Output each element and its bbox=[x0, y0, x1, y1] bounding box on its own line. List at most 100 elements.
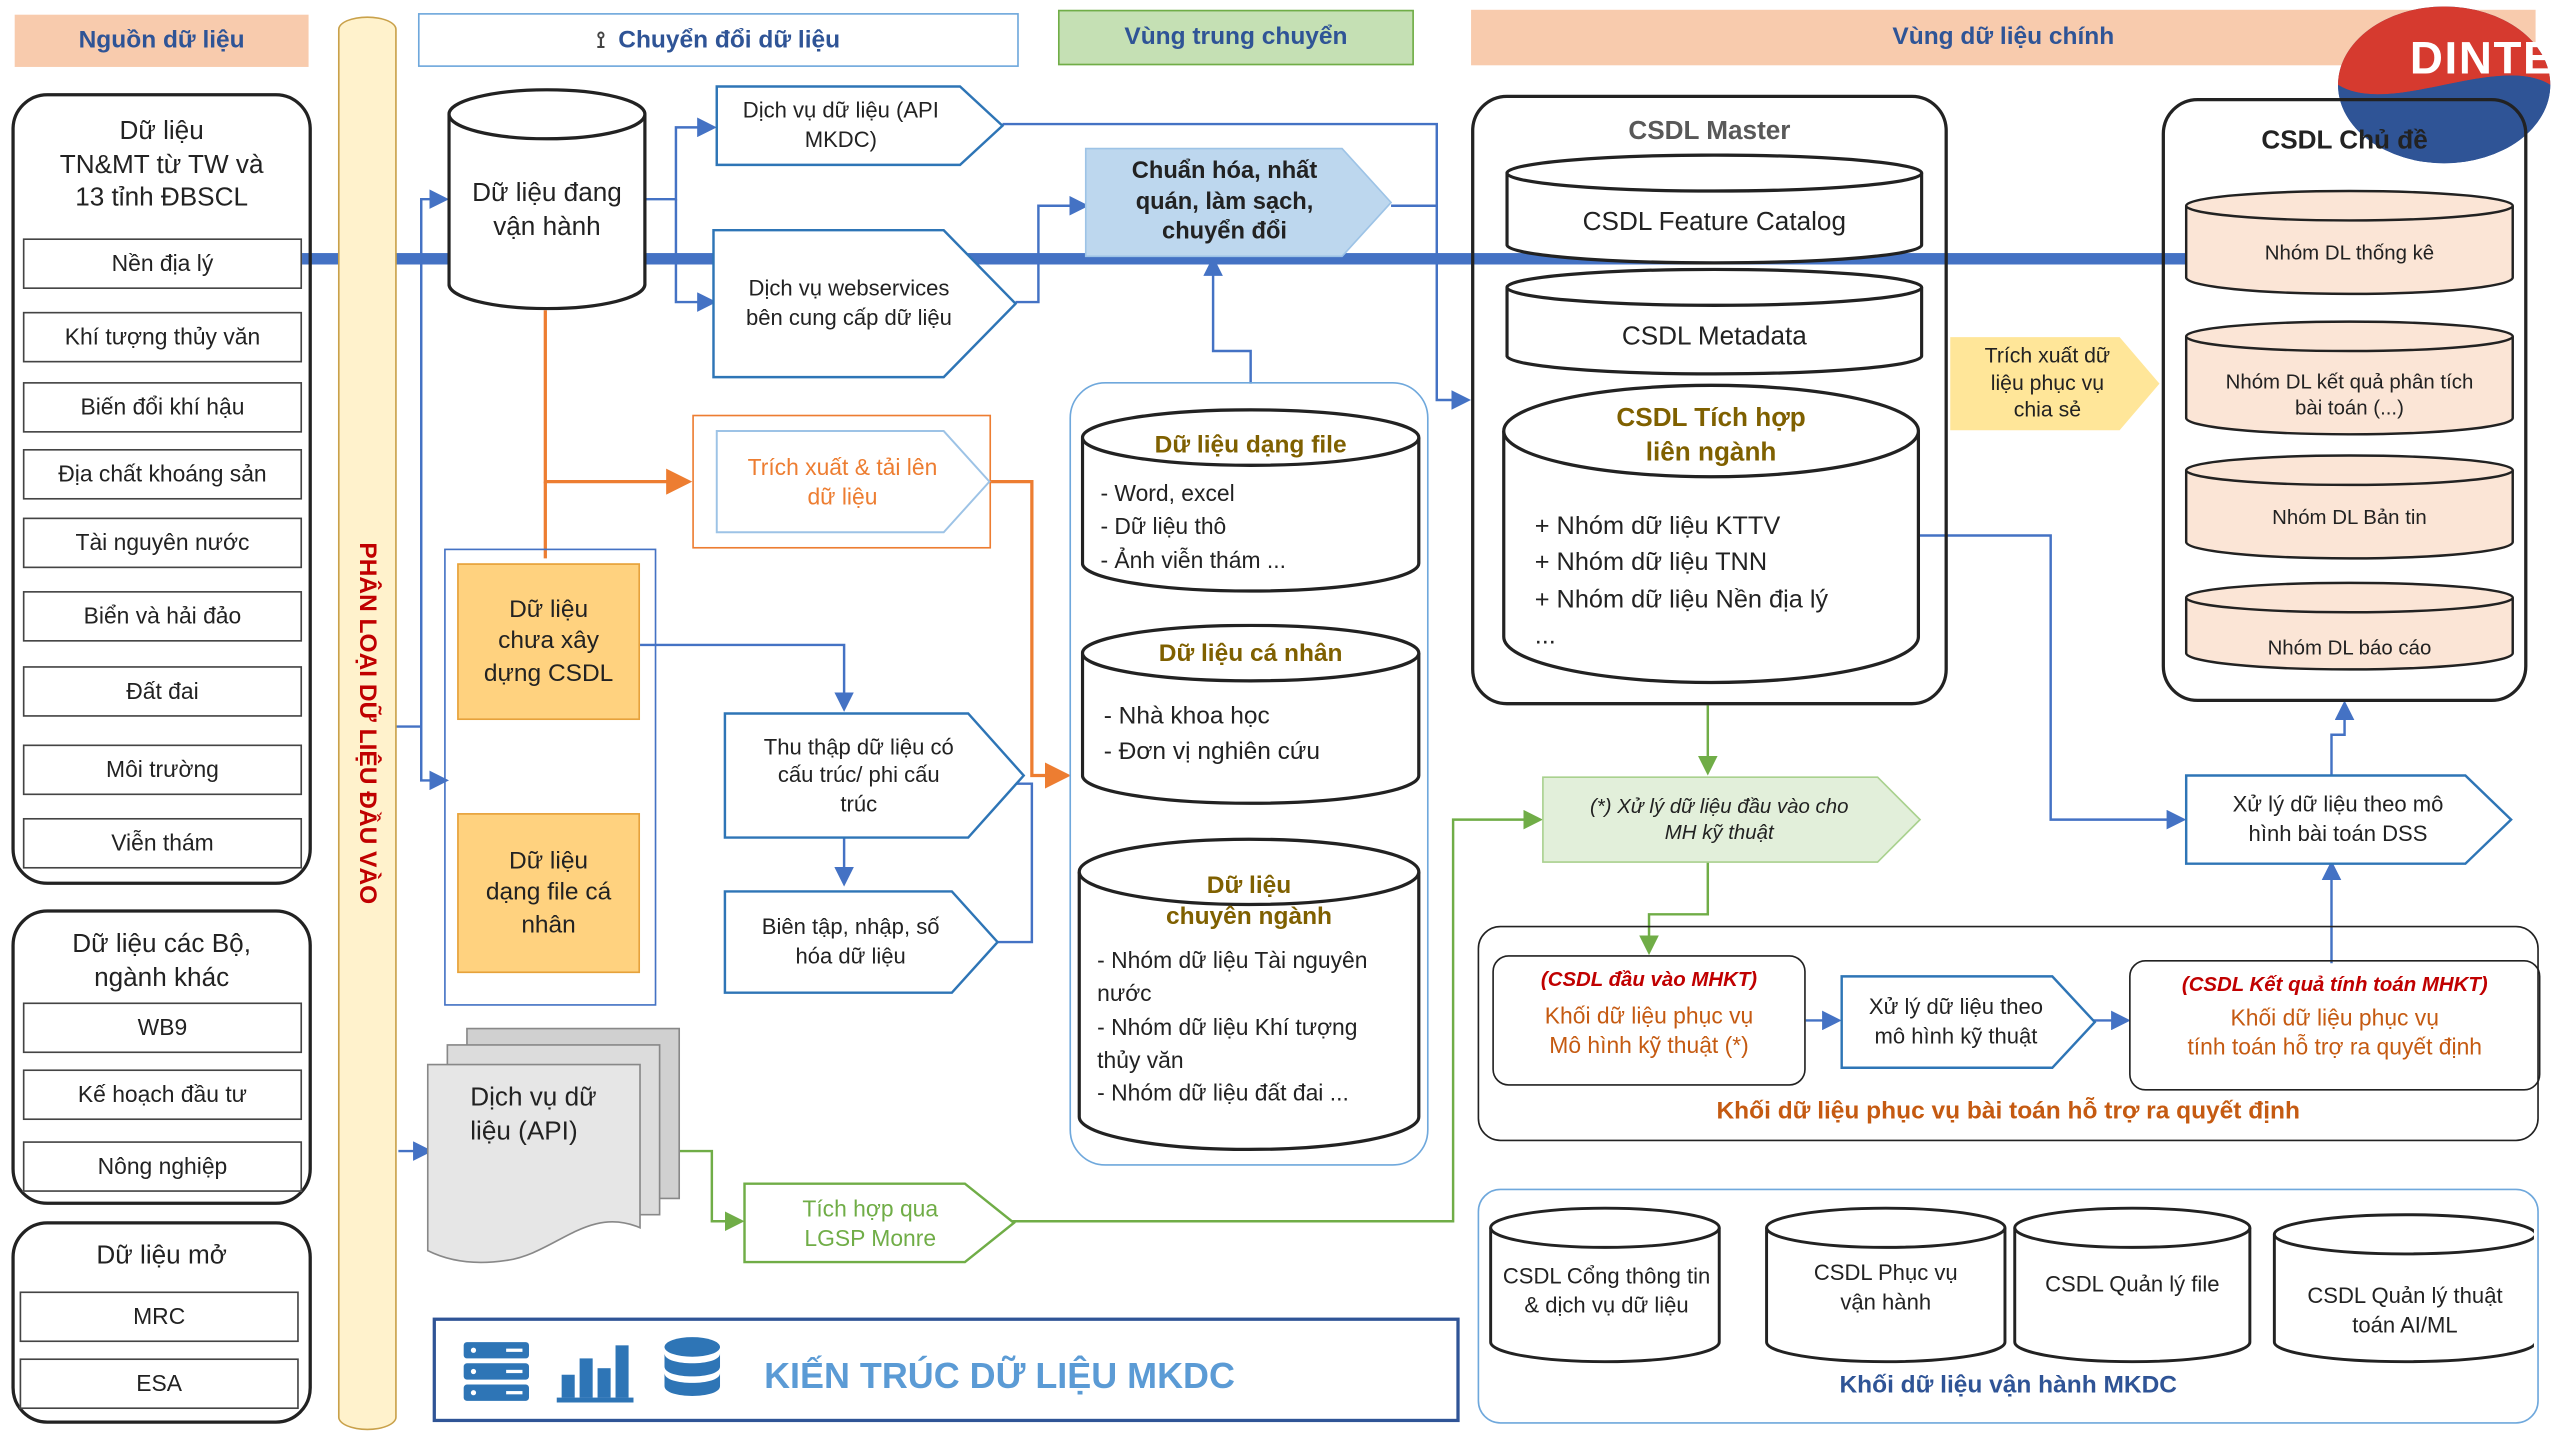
decision-block-caption: Khối dữ liệu phục vụ bài toán hỗ trợ ra … bbox=[1716, 1097, 2300, 1126]
topic-item-ban-tin: Nhóm DL Bản tin bbox=[2272, 505, 2427, 529]
tech-model-label[interactable]: Xử lý dữ liệu theo mô hình kỹ thuật bbox=[1868, 995, 2044, 1049]
operational-db-label: Dữ liệu đang vận hành bbox=[472, 179, 622, 242]
csdl-topic-title: CSDL Chủ đề bbox=[2261, 126, 2428, 155]
source-item-ke-hoach[interactable]: Kế hoạch đầu tư bbox=[22, 1069, 303, 1121]
op-item-operation: CSDL Phục vụ vận hành bbox=[1813, 1261, 1958, 1315]
bar-chart-icon bbox=[556, 1345, 634, 1403]
integrated-db-lines: + Nhóm dữ liệu KTTV + Nhóm dữ liệu TNN +… bbox=[1534, 512, 1829, 651]
header-staging: Vùng trung chuyển bbox=[1057, 9, 1414, 66]
collect-shape bbox=[723, 712, 1026, 839]
source-group-open-title: Dữ liệu mở bbox=[96, 1241, 227, 1270]
source-item-nen-dia-ly[interactable]: Nền địa lý bbox=[22, 238, 303, 289]
orange-connectors bbox=[543, 310, 1072, 789]
operation-cylinders bbox=[1489, 1206, 2534, 1364]
header-convert-label: Chuyển đổi dữ liệu bbox=[618, 25, 841, 54]
source-item-esa[interactable]: ESA bbox=[19, 1358, 299, 1410]
metadata-label: CSDL Metadata bbox=[1621, 322, 1807, 351]
source-item-moi-truong[interactable]: Môi trường bbox=[22, 744, 303, 796]
personal-db-cylinder bbox=[1080, 623, 1421, 805]
specialized-db-title: Dữ liệu chuyên ngành bbox=[1166, 871, 1333, 931]
source-item-mrc[interactable]: MRC bbox=[19, 1291, 299, 1343]
source-item-nong-nghiep[interactable]: Nông nghiệp bbox=[22, 1141, 303, 1192]
preprocess-shape bbox=[1542, 776, 1922, 863]
input-classification-bar: PHÂN LOẠI DỮ LIỆU ĐẦU VÀO bbox=[337, 16, 397, 1431]
unbuilt-data-container bbox=[444, 548, 657, 1006]
source-group-tnmt: Dữ liệu TN&MT từ TW và 13 tỉnh ĐBSCL bbox=[11, 93, 312, 885]
csdl-topic-container: CSDL Chủ đề bbox=[2161, 97, 2528, 703]
extract-share-label[interactable]: Trích xuất dữ liệu phục vụ chia sẻ bbox=[1984, 342, 2111, 422]
source-group-tnmt-title: Dữ liệu TN&MT từ TW và 13 tỉnh ĐBSCL bbox=[59, 117, 264, 213]
standardize-label[interactable]: Chuẩn hóa, nhất quán, làm sạch, chuyển đ… bbox=[1131, 157, 1318, 246]
operational-db-cylinder bbox=[447, 88, 647, 311]
source-item-khi-tuong[interactable]: Khí tượng thủy văn bbox=[22, 311, 303, 363]
source-item-vien-tham[interactable]: Viễn thám bbox=[22, 817, 303, 869]
integrated-db-title: CSDL Tích hợp liên ngành bbox=[1616, 405, 1806, 467]
api-service-shape bbox=[715, 85, 1005, 167]
edit-label[interactable]: Biên tập, nhập, số hóa dữ liệu bbox=[761, 915, 940, 969]
tech-model-shape bbox=[1840, 975, 2097, 1070]
personal-file-box[interactable]: Dữ liệu dạng file cá nhân bbox=[457, 813, 641, 974]
specialized-db-lines: - Nhóm dữ liệu Tài nguyên nước - Nhóm dữ… bbox=[1097, 946, 1368, 1106]
source-group-ministries-title: Dữ liệu các Bộ, ngành khác bbox=[72, 930, 251, 993]
webservice-label[interactable]: Dịch vụ webservices bên cung cấp dữ liệu bbox=[746, 276, 952, 330]
green-connectors bbox=[679, 705, 1718, 1232]
integrated-db-cylinder bbox=[1502, 383, 1921, 685]
source-item-wb9[interactable]: WB9 bbox=[22, 1002, 303, 1054]
decision-input-text: Khối dữ liệu phục vụ Mô hình kỹ thuật (*… bbox=[1544, 1002, 1754, 1058]
staging-db-container bbox=[1069, 382, 1429, 1166]
preprocess-label[interactable]: (*) Xử lý dữ liệu đầu vào cho MH kỹ thuậ… bbox=[1589, 794, 1849, 845]
op-item-file: CSDL Quản lý file bbox=[2045, 1272, 2220, 1297]
source-item-tai-nguyen-nuoc[interactable]: Tài nguyên nước bbox=[22, 517, 303, 569]
personal-db-lines: - Nhà khoa học - Đơn vị nghiên cứu bbox=[1103, 702, 1320, 766]
extract-upload-arrow bbox=[715, 430, 991, 534]
extract-share-shape bbox=[1950, 337, 2160, 431]
extract-upload-label[interactable]: Trích xuất & tải lên dữ liệu bbox=[747, 453, 938, 510]
collect-label[interactable]: Thu thập dữ liệu có cấu trúc/ phi cấu tr… bbox=[763, 734, 954, 816]
database-icon bbox=[664, 1337, 721, 1396]
decision-input-box[interactable]: (CSDL đầu vào MHKT) Khối dữ liệu phục vụ… bbox=[1492, 955, 1806, 1086]
dss-process-label[interactable]: Xử lý dữ liệu theo mô hình bài toán DSS bbox=[2232, 792, 2444, 846]
decision-input-title: (CSDL đầu vào MHKT) bbox=[1540, 967, 1758, 991]
dss-process-shape bbox=[2184, 774, 2513, 865]
source-item-bien-hai-dao[interactable]: Biển và hải đảo bbox=[22, 591, 303, 642]
data-not-built-box[interactable]: Dữ liệu chưa xây dựng CSDL bbox=[457, 563, 641, 721]
topic-item-bao-cao: Nhóm DL báo cáo bbox=[2267, 636, 2432, 660]
file-db-lines: - Word, excel - Dữ liệu thô - Ảnh viễn t… bbox=[1100, 480, 1286, 573]
backbone-bar bbox=[65, 253, 2384, 265]
server-stack-icon bbox=[463, 1342, 529, 1401]
webservice-shape bbox=[712, 228, 1018, 379]
api-documents-label[interactable]: Dịch vụ dữ liệu (API) bbox=[470, 1084, 597, 1147]
decision-result-box[interactable]: (CSDL Kết quả tính toán MHKT) Khối dữ li… bbox=[2129, 960, 2541, 1091]
header-source: Nguồn dữ liệu bbox=[14, 14, 309, 67]
decision-result-title: (CSDL Kết quả tính toán MHKT) bbox=[2181, 972, 2488, 996]
source-item-dat-dai[interactable]: Đất đai bbox=[22, 666, 303, 717]
input-classification-label: PHÂN LOẠI DỮ LIỆU ĐẦU VÀO bbox=[353, 542, 382, 905]
footer-title: KIẾN TRÚC DỮ LIỆU MKDC bbox=[764, 1355, 1235, 1396]
header-convert: ⟟ Chuyển đổi dữ liệu bbox=[417, 13, 1019, 67]
specialized-db-cylinder bbox=[1077, 837, 1421, 1152]
flow-icon: ⟟ bbox=[596, 26, 606, 53]
op-item-portal: CSDL Cổng thông tin & dịch vụ dữ liệu bbox=[1502, 1264, 1711, 1318]
dinte-logo-text: DINTE bbox=[2409, 32, 2556, 84]
file-db-cylinder bbox=[1080, 408, 1421, 593]
source-group-open: Dữ liệu mở bbox=[11, 1221, 312, 1424]
op-item-ai-ml: CSDL Quản lý thuật toán AI/ML bbox=[2307, 1284, 2503, 1338]
topic-cylinders bbox=[2184, 189, 2514, 671]
operation-block-caption: Khối dữ liệu vận hành MKDC bbox=[1839, 1371, 2177, 1400]
personal-db-title: Dữ liệu cá nhân bbox=[1158, 640, 1343, 669]
feature-catalog-cylinder bbox=[1505, 153, 1924, 265]
feature-catalog-label: CSDL Feature Catalog bbox=[1582, 208, 1846, 237]
source-group-ministries: Dữ liệu các Bộ, ngành khác bbox=[11, 909, 312, 1205]
source-item-bien-doi-khi-hau[interactable]: Biến đổi khí hậu bbox=[22, 382, 303, 433]
source-item-dia-chat[interactable]: Địa chất khoáng sản bbox=[22, 448, 303, 500]
api-service-label[interactable]: Dịch vụ dữ liệu (API MKDC) bbox=[742, 98, 939, 152]
lgsp-label[interactable]: Tích hợp qua LGSP Monre bbox=[802, 1194, 939, 1251]
decision-result-text: Khối dữ liệu phục vụ tính toán hỗ trợ ra… bbox=[2187, 1003, 2483, 1060]
topic-item-thong-ke: Nhóm DL thống kê bbox=[2264, 241, 2435, 265]
file-db-title: Dữ liệu dạng file bbox=[1154, 431, 1347, 460]
edit-shape bbox=[723, 890, 1000, 994]
standardize-shape bbox=[1084, 147, 1393, 258]
decision-block bbox=[1477, 925, 2539, 1142]
footer-frame bbox=[432, 1317, 1460, 1423]
